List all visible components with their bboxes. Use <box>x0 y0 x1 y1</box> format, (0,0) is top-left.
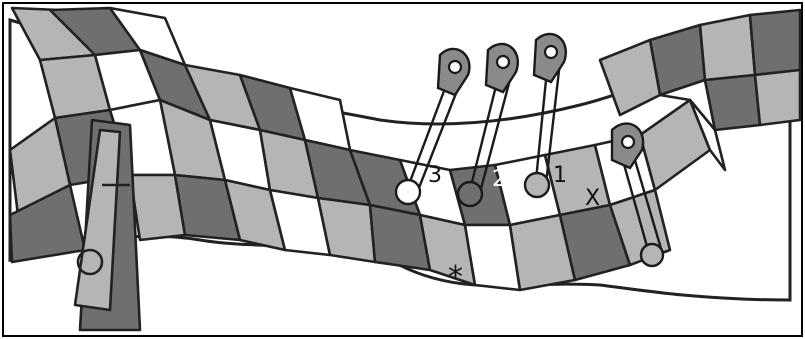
x-mark-label: X <box>585 186 600 211</box>
pin-label-1: 1 <box>553 163 567 188</box>
asterisk-label: * <box>448 260 463 295</box>
pin-label-3: 3 <box>428 163 442 188</box>
pin-label-2: 2 <box>492 167 506 192</box>
